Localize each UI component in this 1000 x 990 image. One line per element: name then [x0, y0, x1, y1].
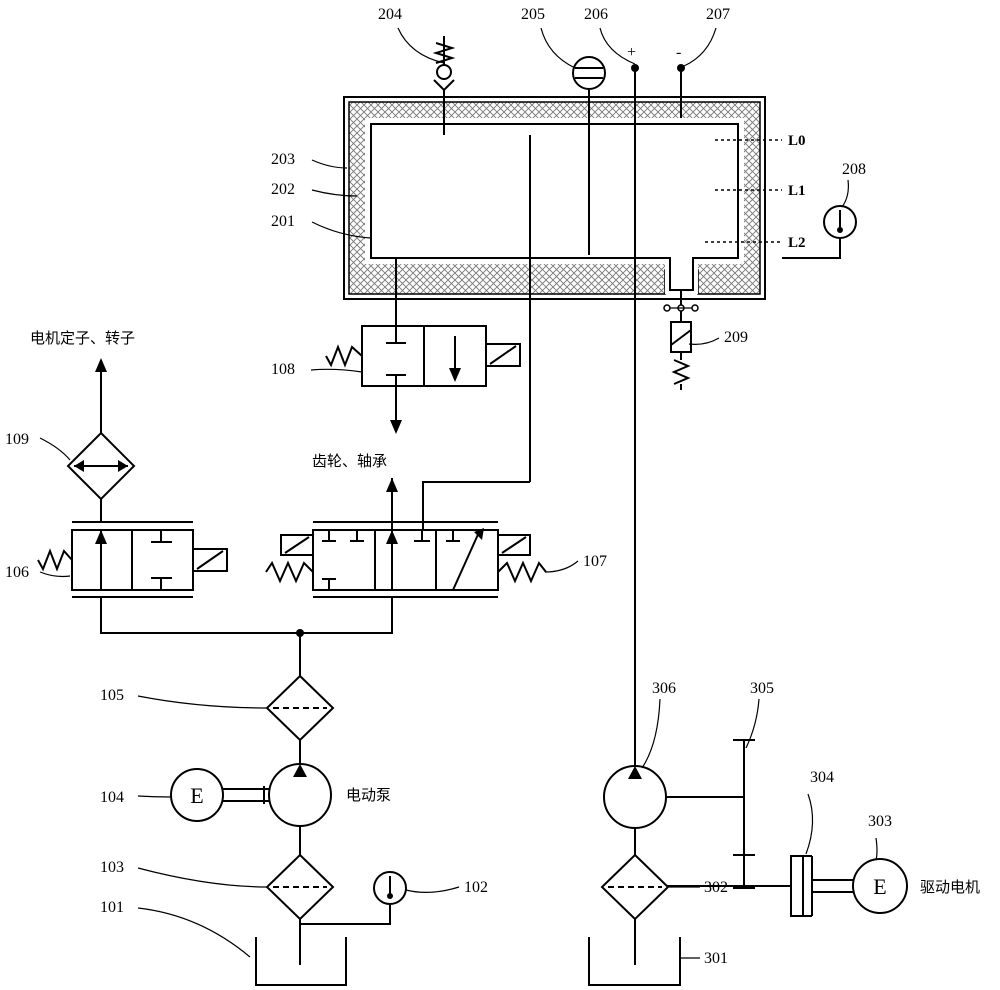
- label-204: 204: [378, 6, 402, 23]
- tank-outer-shell: [343, 96, 766, 300]
- valve-seat-icon: [433, 79, 455, 92]
- label-drive-motor: 驱动电机: [920, 878, 980, 896]
- gauge-circle-icon: [572, 56, 606, 90]
- label-203: 203: [271, 151, 295, 168]
- label-106: 106: [5, 564, 29, 581]
- motor-104-icon: [170, 768, 224, 822]
- spring-right-icon: [497, 560, 547, 584]
- label-102: 102: [464, 879, 488, 896]
- insulated-tank: [343, 96, 766, 300]
- valve-106: [37, 521, 228, 598]
- spring-icon: [671, 359, 691, 385]
- label-304: 304: [810, 769, 834, 786]
- motor-303-symbol: E: [873, 874, 886, 899]
- label-103: 103: [100, 859, 124, 876]
- motor-303-icon: [852, 858, 908, 914]
- label-301: 301: [704, 950, 728, 967]
- check-ball-icon: [436, 64, 452, 80]
- terminal-plus-dot: [631, 64, 639, 72]
- level-label-l2: L2: [788, 235, 806, 251]
- level-label-l0: L0: [788, 133, 806, 149]
- pump-arrow-icon: [293, 764, 307, 777]
- arrow-down-icon: [449, 368, 461, 382]
- spring-left-icon: [265, 560, 314, 584]
- sensor-208-lead: [782, 238, 841, 259]
- label-202: 202: [271, 181, 295, 198]
- mechanical-pump-306: [603, 765, 744, 855]
- breather-valve-204: [432, 36, 456, 92]
- terminal-plus-label: +: [627, 44, 636, 61]
- gear-shaft-305: [666, 739, 792, 889]
- label-302: 302: [704, 879, 728, 896]
- label-107: 107: [583, 553, 607, 570]
- terminal-minus-dot: [677, 64, 685, 72]
- terminal-minus-label: -: [676, 44, 681, 61]
- sensor-102-lead: [300, 905, 391, 925]
- label-305: 305: [750, 680, 774, 697]
- label-303: 303: [868, 813, 892, 830]
- label-motor-stator-rotor: 电机定子、转子: [30, 329, 135, 347]
- level-gauge-205: [572, 56, 606, 90]
- level-label-l1: L1: [788, 183, 806, 199]
- sump-301: [588, 937, 681, 986]
- label-electric-pump: 电动泵: [346, 786, 391, 804]
- pump-arrow-icon: [628, 766, 642, 779]
- spring-icon: [432, 42, 456, 64]
- arrow-up-icon: [386, 478, 398, 492]
- drain-valve-209: [663, 290, 699, 390]
- label-208: 208: [842, 161, 866, 178]
- arrow-up-icon: [95, 530, 107, 544]
- reservoir-101: [255, 937, 347, 986]
- electric-pump: E: [170, 763, 332, 855]
- label-207: 207: [706, 6, 730, 23]
- label-105: 105: [100, 687, 124, 704]
- pressure-manifold: [100, 597, 393, 634]
- label-206: 206: [584, 6, 608, 23]
- filter-302: [600, 853, 670, 965]
- label-109: 109: [5, 431, 29, 448]
- drive-motor-303: E: [852, 858, 908, 914]
- spring-icon: [325, 344, 363, 368]
- motor-104-symbol: E: [190, 783, 203, 808]
- label-gear-bearing: 齿轮、轴承: [312, 452, 387, 470]
- filter-103: [265, 853, 391, 965]
- leader-lines: [39, 27, 878, 959]
- clutch-304: [790, 855, 855, 917]
- sensor-208: [823, 205, 857, 239]
- valve-107: [265, 521, 547, 598]
- label-101: 101: [100, 899, 124, 916]
- label-205: 205: [521, 6, 545, 23]
- spring-icon: [37, 548, 73, 572]
- sensor-102: [373, 871, 407, 905]
- label-306: 306: [652, 680, 676, 697]
- tank-inner-wall: [370, 123, 739, 291]
- arrow-up-icon: [386, 530, 398, 544]
- filter-105: [265, 674, 335, 766]
- valve-108: [325, 325, 521, 387]
- label-209: 209: [724, 329, 748, 346]
- label-104: 104: [100, 789, 124, 806]
- pipe-107-branch: [422, 481, 530, 532]
- label-108: 108: [271, 361, 295, 378]
- arrow-down-icon: [390, 420, 402, 434]
- clutch-plate: [790, 855, 804, 917]
- label-201: 201: [271, 213, 295, 230]
- arrow-diagonal-icon: [474, 528, 484, 540]
- valve-body: [312, 529, 499, 591]
